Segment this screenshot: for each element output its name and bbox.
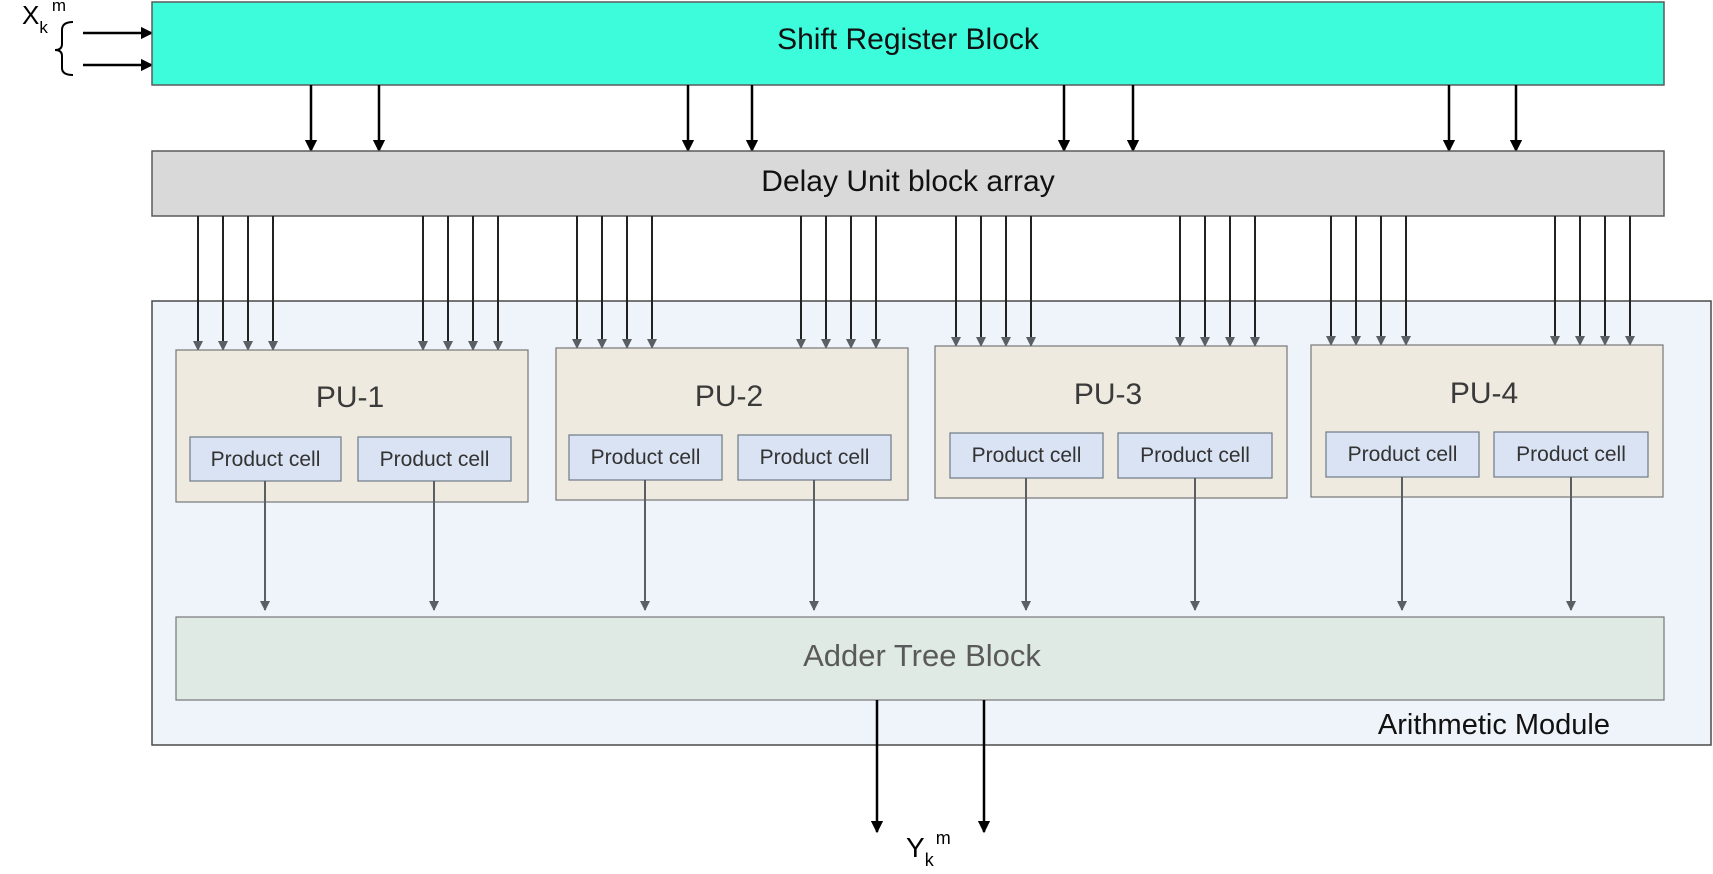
pu-1-product-cell-1 bbox=[189, 436, 342, 482]
svg-text:Ykm: Ykm bbox=[906, 828, 951, 870]
arithmetic-module-label: Arithmetic Module bbox=[1378, 709, 1610, 741]
input-label-base: X bbox=[22, 0, 39, 30]
pu-1-product-cell-2 bbox=[357, 436, 512, 482]
pu-3-label: PU-3 bbox=[1074, 378, 1142, 411]
pu-4-product-cell-1 bbox=[1325, 431, 1480, 478]
pu-2-product-cell-2-label: Product cell bbox=[760, 446, 870, 469]
pu-2-product-cell-1 bbox=[568, 434, 723, 481]
pu-1-label: PU-1 bbox=[316, 381, 384, 414]
pu-3-product-cell-2 bbox=[1117, 432, 1273, 479]
pu-4-product-cell-1-label: Product cell bbox=[1348, 443, 1458, 466]
pu-4-product-cell-2 bbox=[1493, 431, 1649, 478]
pu-4-label: PU-4 bbox=[1450, 377, 1518, 410]
output-label-sup: m bbox=[936, 828, 951, 848]
input-label-sub: k bbox=[39, 18, 48, 37]
output-label-sub: k bbox=[925, 850, 935, 870]
delay-unit-block: Delay Unit block array bbox=[151, 150, 1665, 217]
input-label-sup: m bbox=[52, 0, 66, 15]
pu-1-product-cell-2-label: Product cell bbox=[380, 448, 490, 471]
pu-3-product-cell-1-label: Product cell bbox=[972, 444, 1082, 467]
pu-3-product-cell-2-label: Product cell bbox=[1140, 444, 1250, 467]
adder-tree-label: Adder Tree Block bbox=[803, 638, 1041, 673]
output-label-base: Y bbox=[906, 832, 925, 863]
output-label: Ykm bbox=[906, 828, 951, 870]
pu-2-label: PU-2 bbox=[695, 380, 763, 413]
shift-register-block: Shift Register Block bbox=[151, 1, 1665, 86]
svg-text:Xkm: Xkm bbox=[22, 0, 66, 37]
pu-3: PU-3 Product cell Product cell bbox=[934, 345, 1288, 499]
shift-to-delay-arrows bbox=[304, 85, 1523, 153]
pu-1: PU-1 Product cell Product cell bbox=[175, 349, 529, 503]
pu-1-product-cell-1-label: Product cell bbox=[211, 448, 321, 471]
delay-to-pu-arrows bbox=[193, 216, 1635, 351]
input-brace bbox=[54, 21, 74, 76]
delay-unit-label: Delay Unit block array bbox=[761, 165, 1054, 198]
input-label: Xkm bbox=[22, 0, 66, 37]
pu-2: PU-2 Product cell Product cell bbox=[555, 347, 909, 501]
pu-4: PU-4 Product cell Product cell bbox=[1310, 344, 1664, 498]
product-to-adder-arrows bbox=[260, 477, 1576, 611]
shift-register-label: Shift Register Block bbox=[777, 23, 1040, 56]
pu-2-product-cell-1-label: Product cell bbox=[591, 446, 701, 469]
pu-4-product-cell-2-label: Product cell bbox=[1516, 443, 1626, 466]
pu-2-product-cell-2 bbox=[737, 434, 892, 481]
pu-3-product-cell-1 bbox=[949, 432, 1104, 479]
adder-tree-block: Adder Tree Block bbox=[175, 616, 1665, 701]
